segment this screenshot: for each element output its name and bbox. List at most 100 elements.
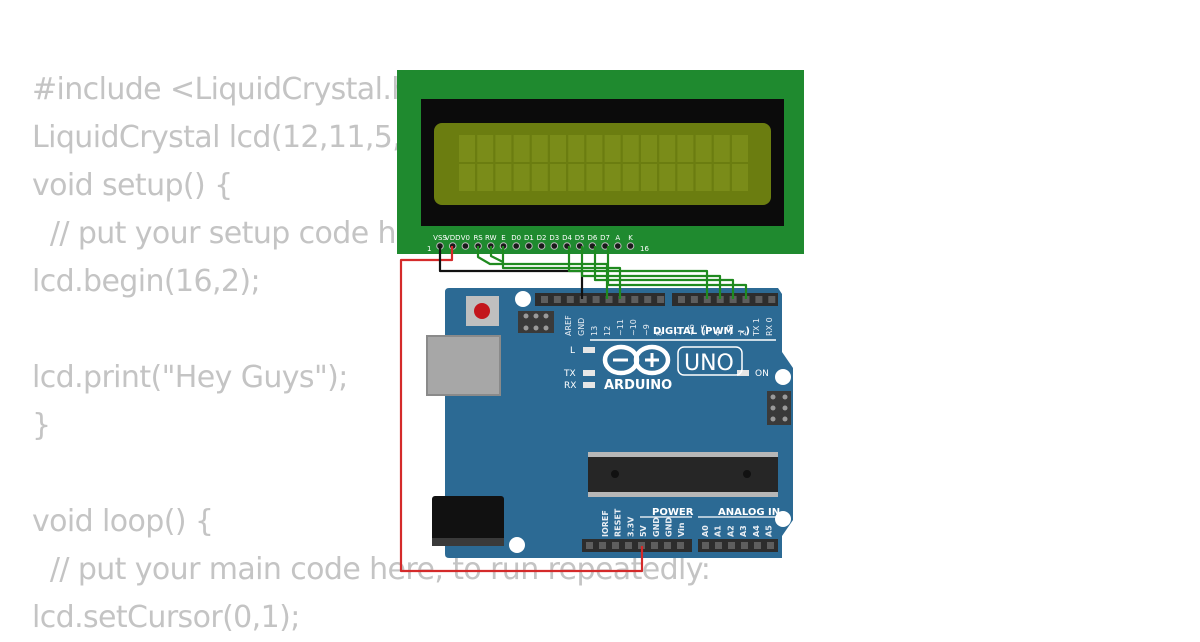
digital-pin-label: 7 xyxy=(674,331,683,336)
digital-pin-label: 13 xyxy=(590,326,599,336)
header-hole xyxy=(599,542,606,549)
digital-pin-label: ~10 xyxy=(629,319,638,336)
icsp-header xyxy=(518,311,554,333)
lcd-cell xyxy=(732,135,748,162)
wire-d5-to-pin4 xyxy=(580,246,722,299)
lcd-cell xyxy=(622,135,639,162)
mounting-hole xyxy=(775,369,791,385)
digital-pin-label: AREF xyxy=(564,315,573,336)
lcd-cell xyxy=(695,135,712,162)
code-line: #include <LiquidCrystal.h> xyxy=(32,72,435,107)
lcd-pin-label: D3 xyxy=(549,234,559,242)
lcd-cell xyxy=(568,135,585,162)
lcd-pin xyxy=(537,242,546,250)
header-hole xyxy=(579,296,587,303)
power-pin-label: Vin xyxy=(677,522,686,537)
code-line: lcd.print("Hey Guys"); xyxy=(32,360,348,395)
reset-button[interactable] xyxy=(466,296,499,326)
lcd-cell xyxy=(568,164,585,191)
lcd-cell xyxy=(459,135,475,162)
header-hole xyxy=(638,542,645,549)
power-pin-label: 3.3V xyxy=(626,516,635,537)
header-hole xyxy=(586,542,593,549)
lcd-cell xyxy=(677,135,694,162)
wires xyxy=(399,246,748,573)
lcd-cell xyxy=(513,164,530,191)
analog-pin-label: A3 xyxy=(739,525,748,537)
digital-pin-label: GND xyxy=(577,318,586,336)
digital-pin-label: ~5 xyxy=(700,324,709,336)
lcd-pin-label: RW xyxy=(485,234,497,242)
wire-5v-to-vdd xyxy=(399,246,644,573)
power-pin-label: GND xyxy=(665,517,674,537)
lcd-character-cells xyxy=(459,135,748,191)
header-hole xyxy=(541,296,548,303)
header-hole xyxy=(754,542,761,549)
wire-e-to-pin11 xyxy=(501,246,622,299)
mounting-hole xyxy=(775,511,791,527)
lcd-pin-label: D1 xyxy=(524,234,534,242)
lcd-pin-label: K xyxy=(628,234,633,242)
lcd-cell xyxy=(713,164,730,191)
power-jack xyxy=(432,496,504,546)
lcd-cell xyxy=(459,164,475,191)
header-hole xyxy=(702,542,709,549)
digital-pin-label: RX 0 xyxy=(765,317,774,336)
mounting-hole xyxy=(515,291,531,307)
lcd-pin-label: D4 xyxy=(562,234,572,242)
header-hole xyxy=(553,296,561,303)
lcd-cell xyxy=(695,164,712,191)
digital-pin-label: 8 xyxy=(655,331,664,336)
lcd-pin xyxy=(550,242,559,250)
arduino-infinity-logo xyxy=(602,344,671,376)
lcd-pin-label: VSS xyxy=(433,234,447,242)
digital-pin-label: 2 xyxy=(739,331,748,336)
lcd-cell xyxy=(641,164,657,191)
lcd-pin xyxy=(626,242,635,250)
lcd-cell xyxy=(513,135,530,162)
header-hole xyxy=(644,296,652,303)
digital-pin-label: 4 xyxy=(713,331,722,336)
lcd-cell xyxy=(477,135,494,162)
digital-pin-label: ~3 xyxy=(726,324,735,336)
header-hole xyxy=(657,296,665,303)
header-hole xyxy=(612,542,619,549)
lcd-cell xyxy=(622,164,639,191)
lcd-pin-last-number: 16 xyxy=(640,245,649,253)
led-on-label: ON xyxy=(755,369,769,379)
mounting-hole xyxy=(509,537,525,553)
header-hole xyxy=(605,296,613,303)
code-line: lcd.setCursor(0,1); xyxy=(32,600,300,635)
header-hole xyxy=(728,542,735,549)
header-hole xyxy=(566,296,574,303)
led-rx-label: RX xyxy=(564,381,576,391)
analog-pin-label: A2 xyxy=(726,525,735,537)
power-pin-label: RESET xyxy=(614,508,623,537)
uno-badge xyxy=(677,346,743,376)
power-header xyxy=(582,539,692,552)
lcd-cell xyxy=(495,135,512,162)
lcd-pin-label: D2 xyxy=(537,234,547,242)
analog-pin-label: A1 xyxy=(714,525,723,537)
lcd-cell xyxy=(531,135,548,162)
led-l-label: L xyxy=(570,346,575,356)
code-line: lcd.begin(16,2); xyxy=(32,264,261,299)
lcd-cell xyxy=(659,135,676,162)
header-hole xyxy=(768,296,776,303)
lcd-cell xyxy=(550,135,566,162)
lcd-pin-label: V0 xyxy=(461,234,470,242)
code-line: } xyxy=(32,408,51,443)
power-pin-label: 5V xyxy=(639,524,648,537)
header-hole xyxy=(592,296,600,303)
analog-header-label: ANALOG IN xyxy=(718,507,780,518)
lcd-cell xyxy=(677,164,694,191)
lcd-pin-label: RS xyxy=(473,234,483,242)
lcd-cell xyxy=(477,164,494,191)
lcd-pin xyxy=(525,242,533,250)
lcd-cell xyxy=(495,164,512,191)
analog-pin-label: A4 xyxy=(752,525,761,537)
header-hole xyxy=(625,542,632,549)
